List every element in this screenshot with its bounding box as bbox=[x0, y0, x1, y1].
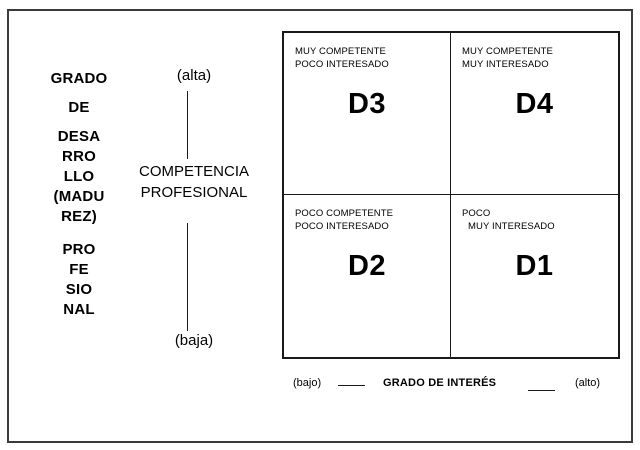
y-axis-title-line-2: DE bbox=[68, 99, 90, 116]
y-axis-title-line-11: NAL bbox=[63, 301, 95, 318]
x-axis-low-label: (bajo) bbox=[293, 377, 322, 389]
x-axis-caption: (bajo) GRADO DE INTERÉS (alto) bbox=[285, 374, 623, 396]
y-axis-title-line-7: REZ) bbox=[61, 208, 97, 225]
quadrant-d3[interactable]: MUY COMPETENTE POCO INTERESADO D3 bbox=[284, 33, 451, 195]
quadrant-d2-desc-line-2: POCO INTERESADO bbox=[295, 221, 389, 232]
quadrant-d3-desc-line-2: POCO INTERESADO bbox=[295, 59, 389, 70]
competence-axis-title-line-1: COMPETENCIA bbox=[138, 163, 249, 180]
x-axis-dash-left bbox=[338, 385, 365, 386]
competence-axis-low-label: (baja) bbox=[174, 332, 214, 349]
y-axis-title-line-8: PRO bbox=[62, 241, 96, 258]
quadrant-d4[interactable]: MUY COMPETENTE MUY INTERESADO D4 bbox=[451, 33, 618, 195]
y-axis-title-line-3: DESA bbox=[57, 128, 101, 145]
y-axis-title-line-1: GRADO bbox=[50, 70, 108, 87]
y-axis-title-line-9: FE bbox=[69, 261, 89, 278]
competence-axis: (alta) COMPETENCIA PROFESIONAL (baja) bbox=[119, 61, 269, 361]
quadrant-d2-desc-line-1: POCO COMPETENTE bbox=[295, 208, 394, 219]
x-axis-title: GRADO DE INTERÉS bbox=[383, 377, 497, 389]
quadrant-d4-code: D4 bbox=[515, 88, 554, 120]
competence-axis-high-label: (alta) bbox=[176, 67, 212, 84]
quadrant-d3-desc-line-1: MUY COMPETENTE bbox=[295, 46, 386, 57]
quadrant-d1[interactable]: POCO MUY INTERESADO D1 bbox=[451, 195, 618, 357]
x-axis-high-label: (alto) bbox=[575, 377, 601, 389]
quadrant-d2[interactable]: POCO COMPETENTE POCO INTERESADO D2 bbox=[284, 195, 451, 357]
quadrant-d2-code: D2 bbox=[347, 250, 387, 282]
y-axis-title-line-4: RRO bbox=[62, 148, 96, 165]
x-axis-dash-right bbox=[528, 390, 555, 391]
quadrant-d4-desc-line-2: MUY INTERESADO bbox=[462, 59, 549, 70]
quadrant-d3-code: D3 bbox=[347, 88, 387, 120]
quadrant-d4-desc-line-1: MUY COMPETENTE bbox=[462, 46, 553, 57]
y-axis-title-line-10: SIO bbox=[65, 281, 93, 298]
y-axis-title: GRADO DE DESA RRO LLO (MADU REZ) PRO FE … bbox=[27, 69, 131, 320]
outer-frame: GRADO DE DESA RRO LLO (MADU REZ) PRO FE … bbox=[7, 9, 633, 443]
competence-axis-title: COMPETENCIA PROFESIONAL bbox=[119, 161, 269, 203]
quadrant-matrix: MUY COMPETENTE POCO INTERESADO D3 MUY CO… bbox=[282, 31, 620, 359]
competence-axis-title-line-2: PROFESIONAL bbox=[140, 184, 248, 201]
y-axis-title-line-5: LLO bbox=[63, 168, 95, 185]
competence-axis-line-upper bbox=[187, 91, 188, 159]
quadrant-d1-description: POCO MUY INTERESADO bbox=[462, 207, 618, 233]
y-axis-title-line-6: (MADU bbox=[53, 188, 105, 205]
quadrant-d1-desc-line-2: MUY INTERESADO bbox=[468, 221, 555, 232]
quadrant-d3-description: MUY COMPETENTE POCO INTERESADO bbox=[295, 45, 450, 71]
quadrant-d1-code: D1 bbox=[515, 250, 554, 282]
spacer bbox=[27, 89, 131, 98]
quadrant-d2-description: POCO COMPETENTE POCO INTERESADO bbox=[295, 207, 450, 233]
quadrant-d4-description: MUY COMPETENTE MUY INTERESADO bbox=[462, 45, 618, 71]
competence-axis-line-lower bbox=[187, 223, 188, 331]
quadrant-d1-desc-line-1: POCO bbox=[462, 208, 491, 219]
spacer bbox=[27, 227, 131, 240]
spacer bbox=[27, 118, 131, 127]
